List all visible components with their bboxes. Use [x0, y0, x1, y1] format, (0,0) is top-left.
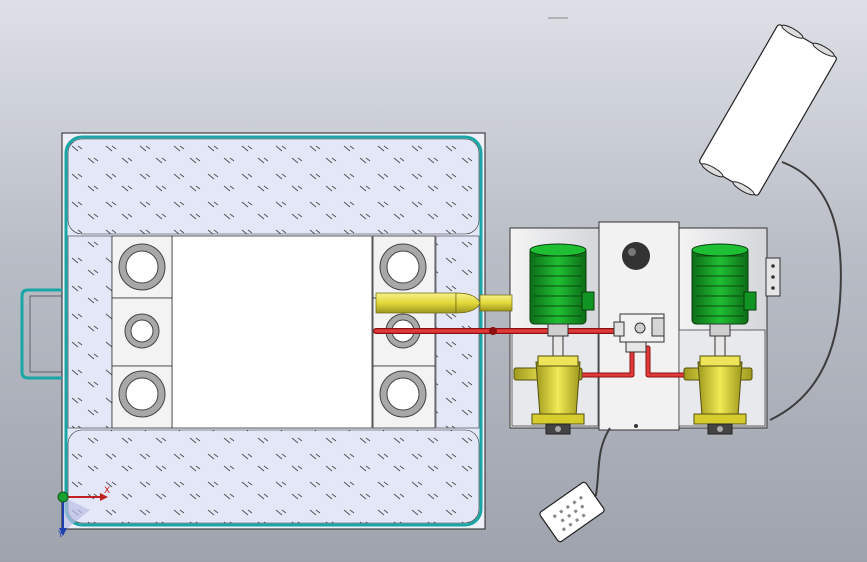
- control-knob-icon[interactable]: [622, 242, 650, 270]
- tank-center-opening: [171, 235, 373, 429]
- electric-motor-right[interactable]: [691, 243, 757, 361]
- suction-pipe: [375, 292, 513, 314]
- remote-pendant[interactable]: [697, 21, 839, 199]
- side-inlet-pipe: [20, 288, 62, 380]
- insulation-top: [67, 138, 480, 235]
- port-ring: [118, 243, 166, 291]
- valve-block[interactable]: [613, 313, 665, 353]
- insulation-left: [67, 235, 113, 429]
- insulation-bottom: [67, 429, 480, 524]
- left-port-column: [111, 235, 173, 429]
- pendant-cable: [589, 161, 842, 499]
- axis-x-label: X: [104, 486, 111, 496]
- port-ring: [379, 370, 427, 418]
- pump-left[interactable]: [513, 355, 585, 435]
- pressure-line: [373, 327, 703, 378]
- foot-pedal[interactable]: [539, 481, 606, 543]
- axis-y-label: Y: [58, 530, 64, 540]
- port-ring: [118, 370, 166, 418]
- coordinate-triad: [57, 491, 108, 536]
- port-ring: [379, 243, 427, 291]
- pump-right[interactable]: [683, 355, 753, 435]
- electric-motor-left[interactable]: [529, 243, 595, 361]
- port-ring: [124, 313, 160, 349]
